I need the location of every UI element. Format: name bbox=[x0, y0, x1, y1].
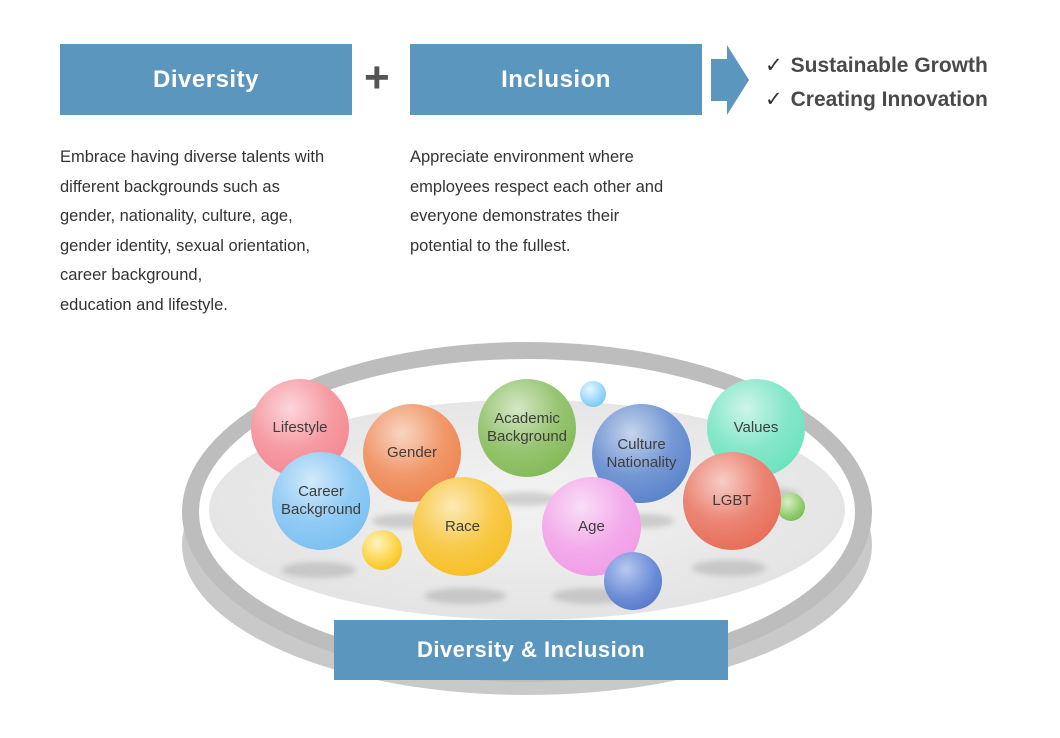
description-line: potential to the fullest. bbox=[410, 236, 571, 255]
bubble-shadow bbox=[282, 562, 356, 578]
bubble-label: Nationality bbox=[606, 453, 677, 471]
check-icon: ✓ bbox=[765, 53, 783, 77]
bubble-label: Gender bbox=[386, 444, 438, 461]
bubble-shadow bbox=[494, 492, 558, 506]
bubble-label: Values bbox=[733, 419, 779, 436]
description-line: everyone demonstrates their bbox=[410, 207, 620, 225]
bubble-label: Career bbox=[298, 483, 344, 500]
outcome-item: ✓ Creating Innovation bbox=[765, 82, 988, 116]
outcome-text: Sustainable Growth bbox=[790, 54, 988, 77]
bubble-shadow bbox=[692, 560, 766, 576]
bubble-label: Race bbox=[444, 517, 481, 535]
diversity-label: Diversity bbox=[153, 65, 259, 93]
description-line: employees respect each other and bbox=[410, 177, 664, 196]
plus-symbol: + bbox=[364, 53, 390, 102]
bubble-label: Culture bbox=[617, 435, 666, 453]
diversity-inclusion-label: Diversity & Inclusion bbox=[416, 637, 646, 662]
bubble-label: Background bbox=[486, 428, 568, 445]
small-green-ball bbox=[777, 493, 805, 521]
description-line: different backgrounds such as bbox=[60, 177, 280, 196]
bubble-shadow bbox=[424, 588, 506, 604]
bubble-race: Race bbox=[413, 477, 512, 576]
diversity-description: Embrace having diverse talents with diff… bbox=[60, 143, 324, 320]
right-arrow-icon bbox=[711, 45, 749, 115]
diversity-box: Diversity bbox=[60, 44, 352, 115]
description-line: gender, nationality, culture, age, bbox=[60, 207, 293, 225]
outcome-item: ✓ Sustainable Growth bbox=[765, 48, 988, 82]
description-line: Appreciate environment where bbox=[410, 148, 634, 166]
inclusion-description: Appreciate environment where employees r… bbox=[410, 143, 663, 261]
inclusion-box: Inclusion bbox=[410, 44, 702, 115]
small-yellow-ball bbox=[362, 530, 402, 570]
inclusion-label: Inclusion bbox=[501, 65, 611, 93]
small-navy-ball bbox=[604, 552, 662, 610]
bubble-label: Background bbox=[280, 501, 362, 518]
bubble-label: Age bbox=[578, 517, 605, 535]
diversity-inclusion-box: Diversity & Inclusion bbox=[334, 620, 728, 680]
description-line: gender identity, sexual orientation, bbox=[60, 236, 311, 255]
bubble-label: Lifestyle bbox=[272, 419, 328, 436]
check-icon: ✓ bbox=[765, 87, 783, 111]
outcome-text: Creating Innovation bbox=[790, 88, 988, 111]
description-line: education and lifestyle. bbox=[60, 295, 228, 314]
bubble-lgbt: LGBT bbox=[683, 452, 781, 550]
description-line: Embrace having diverse talents with bbox=[60, 148, 325, 166]
bubble-label: Academic bbox=[494, 410, 560, 427]
bubble-label: LGBT bbox=[712, 492, 752, 509]
description-line: career background, bbox=[60, 266, 203, 284]
outcomes-list: ✓ Sustainable Growth ✓ Creating Innovation bbox=[765, 48, 988, 116]
small-blue-ball bbox=[580, 381, 606, 407]
